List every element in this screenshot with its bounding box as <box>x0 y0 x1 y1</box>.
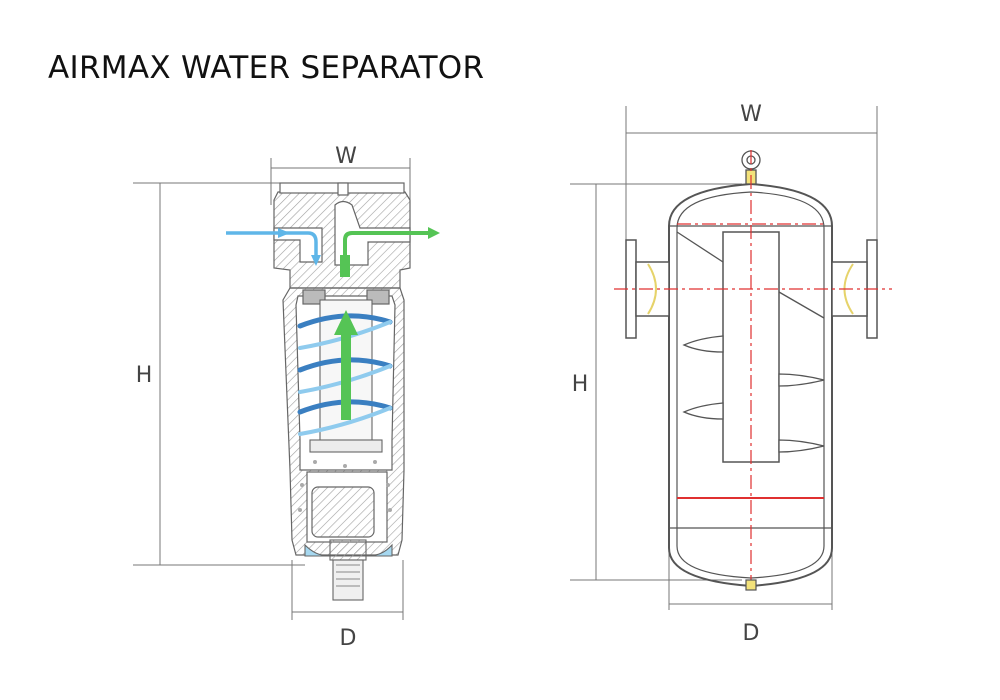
left-width-dimension <box>270 158 411 205</box>
left-outlet-flow-arrow <box>334 227 440 420</box>
left-inlet-flow-arrow <box>226 228 321 266</box>
page-title: AIRMAX WATER SEPARATOR <box>48 50 485 86</box>
left-drain-droplets <box>298 460 392 512</box>
right-separator-diagram: W H D <box>570 102 892 646</box>
right-height-label: H <box>572 372 589 397</box>
right-diameter-label: D <box>743 621 760 646</box>
right-height-dimension <box>570 183 742 581</box>
left-drain-valve <box>304 539 393 601</box>
right-width-label: W <box>740 102 762 127</box>
right-helical-baffles <box>676 231 825 453</box>
right-drain-port <box>745 579 757 591</box>
left-height-dimension <box>133 182 305 566</box>
left-diameter-dimension <box>291 560 404 620</box>
left-separator-diagram: W H D <box>133 144 440 651</box>
right-width-dimension <box>625 106 878 240</box>
left-diameter-label: D <box>340 626 357 651</box>
left-width-label: W <box>335 144 357 169</box>
left-height-label: H <box>136 363 153 388</box>
right-centerlines <box>614 150 892 586</box>
